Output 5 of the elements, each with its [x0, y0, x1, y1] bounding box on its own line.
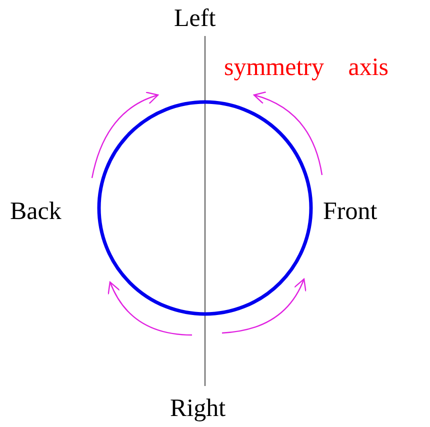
axis-label: symmetry axis — [224, 54, 389, 82]
side-label: Back — [10, 198, 62, 226]
axis-end-label: Right — [170, 395, 226, 423]
axis-end-label: Left — [174, 5, 216, 33]
side-label: Front — [323, 198, 378, 226]
